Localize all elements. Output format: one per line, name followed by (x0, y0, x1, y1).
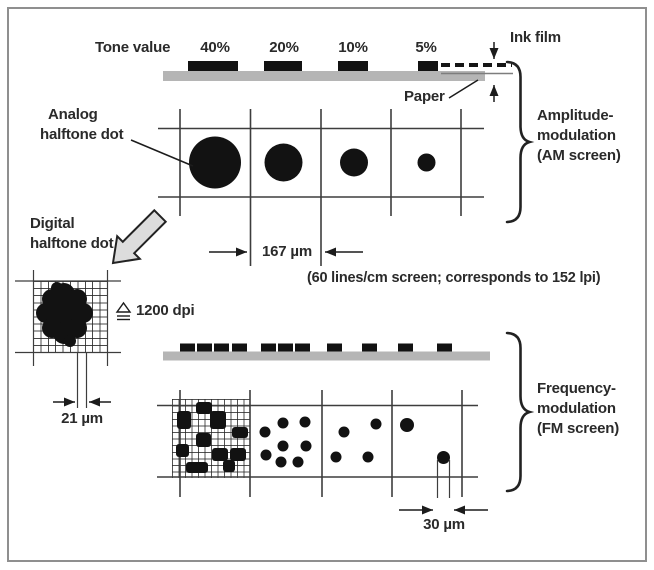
tone-value-10: 10% (338, 39, 368, 56)
fm-bracket-label-line3: (FM screen) (537, 420, 619, 437)
paper-label: Paper (404, 88, 445, 105)
ink-film-label: Ink film (510, 29, 561, 46)
am-bracket-label-line1: Amplitude- (537, 107, 614, 124)
am-halftone-dot-20pct (264, 143, 303, 182)
fm-dots-10pct (330, 418, 382, 463)
fm-dots-5pct (400, 418, 450, 464)
am-bracket (505, 60, 535, 224)
am-halftone-dot-40pct (189, 136, 241, 189)
tone-value-40: 40% (200, 39, 230, 56)
figure-border (7, 7, 647, 562)
tone-value-label: Tone value (95, 39, 171, 56)
screen-ruling-note: (60 lines/cm screen; corresponds to 152 … (307, 270, 601, 286)
paper-pointer-line (448, 79, 479, 99)
am-halftone-dot-5pct (417, 153, 436, 172)
fm-dot-dimension (399, 460, 488, 515)
fm-dot-size-value: 30 µm (423, 516, 465, 533)
digital-cell-dimension (53, 352, 111, 408)
tone-value-20: 20% (269, 39, 299, 56)
fm-bracket-label-line1: Frequency- (537, 380, 616, 397)
fm-bracket (505, 331, 535, 493)
digital-dot-label-line1: Digital (30, 215, 75, 232)
digital-cell-size-value: 21 µm (61, 410, 103, 427)
analog-dot-pointer-line (130, 139, 194, 167)
am-pitch-value: 167 µm (262, 243, 312, 260)
digital-halftone-dot-blob (36, 282, 93, 347)
digital-dot-big-arrow (111, 208, 168, 265)
am-screen-grid (130, 109, 484, 266)
corresponds-symbol (115, 301, 132, 321)
fm-dots-20pct (259, 416, 312, 468)
ink-film-20pct (264, 61, 302, 71)
digital-grid-boundary (15, 270, 121, 366)
digital-dot-label-line2: halftone dot (30, 235, 114, 252)
fm-dots-40pct-cluster (176, 402, 248, 473)
ink-film-10pct (338, 61, 368, 71)
digital-resolution-value: 1200 dpi (136, 302, 195, 319)
ink-film-40pct (188, 61, 238, 71)
fm-ink-film-crosssection (163, 343, 490, 361)
fm-bracket-label-line2: modulation (537, 400, 616, 417)
analog-dot-label-line1: Analog (48, 106, 98, 123)
am-bracket-label-line3: (AM screen) (537, 147, 621, 164)
am-halftone-dot-10pct (340, 148, 368, 177)
am-ink-film-crosssection (163, 42, 513, 102)
am-bracket-label-line2: modulation (537, 127, 616, 144)
am-paper-bar (163, 71, 485, 81)
ink-film-5pct (418, 61, 438, 71)
fm-paper-bar (163, 351, 490, 361)
tone-value-5: 5% (415, 39, 437, 56)
analog-dot-label-line2: halftone dot (40, 126, 124, 143)
